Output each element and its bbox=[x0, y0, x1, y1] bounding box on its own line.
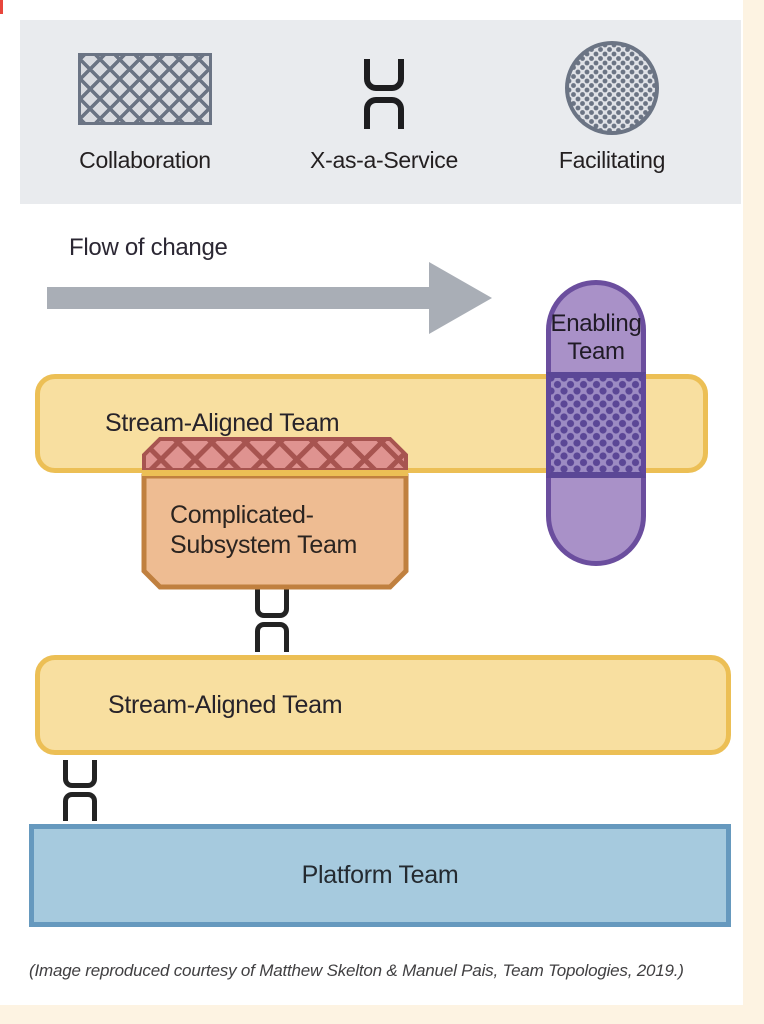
x-as-a-service-connector-2 bbox=[63, 760, 97, 821]
complicated-subsystem-label-line1: Complicated- bbox=[170, 501, 314, 529]
legend-label-facilitating: Facilitating bbox=[558, 147, 666, 173]
x-as-a-service-icon bbox=[364, 59, 404, 129]
page-margin-right bbox=[743, 0, 764, 1024]
stream-aligned-team-2: Stream-Aligned Team bbox=[35, 655, 731, 755]
legend-label-x-as-a-service: X-as-a-Service bbox=[310, 147, 458, 173]
facilitating-icon bbox=[565, 41, 659, 135]
complicated-subsystem-label-line2: Subsystem Team bbox=[170, 531, 358, 559]
bracket-cup-icon bbox=[364, 59, 404, 91]
legend-label-collaboration: Collaboration bbox=[79, 147, 211, 173]
complicated-subsystem-team-label: Complicated- Subsystem Team bbox=[170, 500, 357, 560]
image-credit-caption: (Image reproduced courtesy of Matthew Sk… bbox=[29, 961, 684, 980]
collaboration-icon bbox=[78, 53, 212, 125]
enabling-team-label: Enabling Team bbox=[546, 310, 646, 366]
bracket-cap-icon bbox=[63, 792, 97, 821]
platform-team-label: Platform Team bbox=[301, 861, 459, 889]
flow-arrow-head-icon bbox=[429, 262, 492, 334]
complicated-subsystem-team bbox=[141, 437, 409, 590]
flow-arrow-shaft bbox=[47, 287, 429, 309]
bracket-cup-icon bbox=[255, 588, 289, 618]
bracket-cap-icon bbox=[255, 622, 289, 652]
page-margin-bottom bbox=[0, 1005, 764, 1024]
enabling-team-facilitating-overlap bbox=[546, 372, 646, 478]
corner-mark bbox=[0, 0, 3, 14]
enabling-team-label-line1: Enabling bbox=[550, 310, 642, 337]
enabling-team-label-line2: Team bbox=[567, 338, 625, 365]
stream-aligned-team-1-label: Stream-Aligned Team bbox=[105, 409, 340, 437]
platform-team: Platform Team bbox=[29, 824, 731, 927]
legend: Collaboration X-as-a-Service Facilitatin… bbox=[20, 20, 741, 204]
stream-aligned-team-2-label: Stream-Aligned Team bbox=[108, 690, 343, 719]
collaboration-overlap-section bbox=[142, 437, 408, 472]
flow-of-change-label: Flow of change bbox=[69, 234, 228, 261]
bracket-cap-icon bbox=[364, 97, 404, 129]
bracket-cup-icon bbox=[63, 760, 97, 788]
x-as-a-service-connector-1 bbox=[255, 588, 289, 652]
stream-band-border-crossing bbox=[142, 470, 408, 476]
